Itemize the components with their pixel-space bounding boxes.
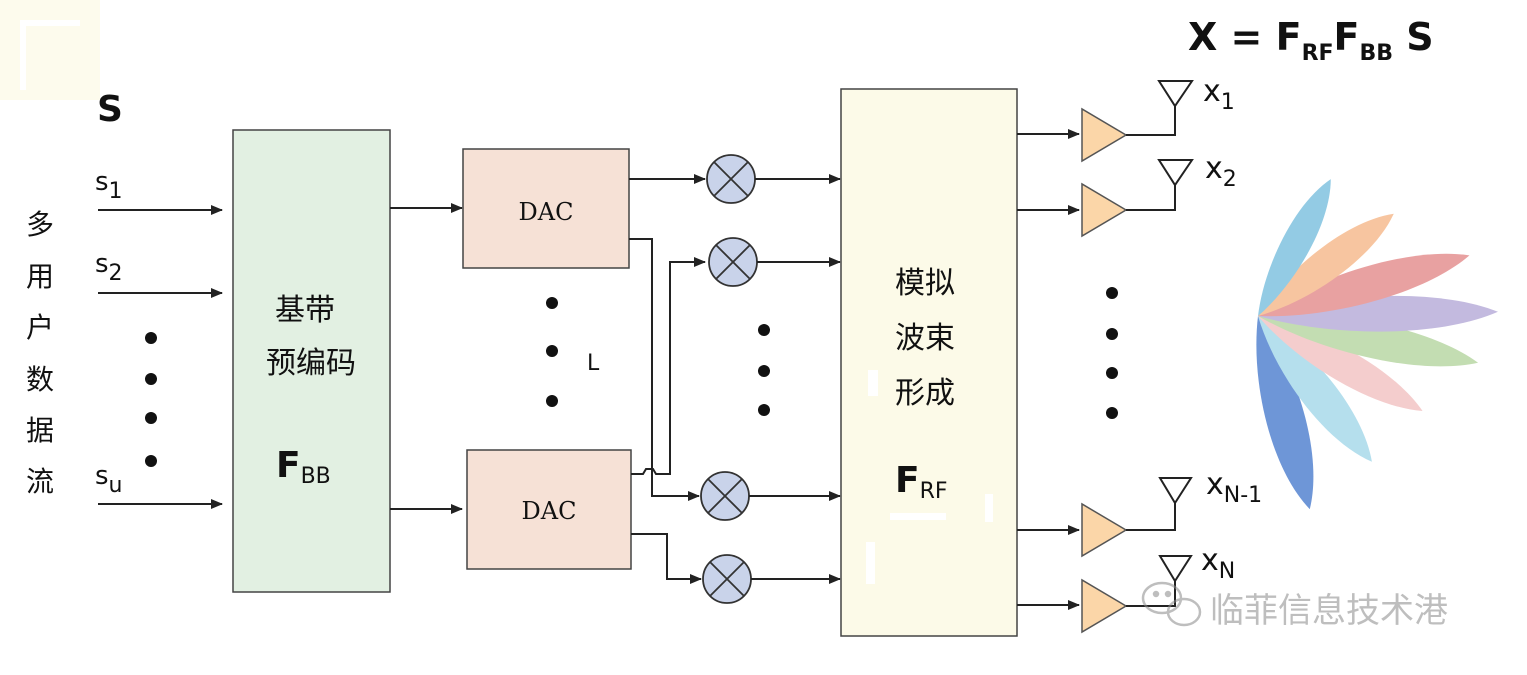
multi-user-data-stream-label: 多 用 户 数 据 流 bbox=[26, 208, 54, 498]
dac-bottom-label: DAC bbox=[522, 497, 577, 525]
output-label-xn-1: xN-1 bbox=[1206, 467, 1262, 508]
output-label-x2: x2 bbox=[1205, 151, 1237, 192]
vertical-char-2: 户 bbox=[26, 311, 54, 344]
mixer-4 bbox=[702, 554, 752, 604]
antenna-4 bbox=[1158, 555, 1193, 583]
baseband-label-line1: 基带 bbox=[275, 293, 335, 328]
baseband-precoder-block bbox=[232, 129, 391, 593]
mixer-3 bbox=[700, 471, 750, 521]
analog-label-line1: 模拟 bbox=[895, 266, 955, 301]
input-vector-label: S bbox=[97, 89, 123, 130]
dac-bottom-to-mixer4 bbox=[631, 533, 702, 584]
antenna-2 bbox=[1157, 159, 1194, 187]
beam-petal-2 bbox=[1258, 316, 1372, 462]
mixer-1 bbox=[706, 154, 756, 204]
vertical-char-1: 用 bbox=[26, 260, 54, 293]
antennas bbox=[1157, 80, 1194, 583]
vertical-char-5: 流 bbox=[26, 465, 54, 498]
amp1-to-antenna1 bbox=[1126, 106, 1176, 136]
beam-petal-3 bbox=[1258, 316, 1423, 411]
output-label-xn: xN bbox=[1201, 543, 1235, 584]
amplifiers bbox=[1081, 107, 1128, 634]
wechat-icon bbox=[1141, 581, 1202, 627]
input-label-s2: s2 bbox=[95, 249, 123, 286]
baseband-symbol: FBB bbox=[276, 445, 331, 489]
dac-block-bottom bbox=[466, 449, 632, 570]
beam-petal-1 bbox=[1256, 316, 1314, 510]
beam-petal-6 bbox=[1258, 253, 1470, 317]
input-label-s1: s1 bbox=[95, 167, 123, 204]
dac-top-label: DAC bbox=[519, 198, 574, 226]
baseband-label-line2: 预编码 bbox=[266, 346, 356, 381]
watermark-text: 临菲信息技术港 bbox=[1210, 591, 1448, 631]
vertical-char-0: 多 bbox=[26, 208, 54, 241]
amplifier-4 bbox=[1081, 578, 1128, 634]
dac-ellipsis bbox=[546, 297, 558, 407]
watermark: 临菲信息技术港 bbox=[1141, 581, 1448, 631]
amp4-to-antenna4 bbox=[1126, 581, 1176, 607]
antenna-1 bbox=[1157, 80, 1194, 108]
amp2-to-antenna2 bbox=[1126, 185, 1176, 211]
amp3-to-antenna3 bbox=[1126, 503, 1176, 531]
output-label-x1: x1 bbox=[1203, 74, 1235, 115]
amplifier-1 bbox=[1081, 107, 1128, 163]
beam-petal-7 bbox=[1258, 213, 1394, 316]
formula: X = FRFFBB S bbox=[1188, 15, 1434, 66]
input-ellipsis bbox=[145, 332, 157, 467]
dac-block-top bbox=[462, 148, 630, 269]
dac-count-label: L bbox=[587, 351, 600, 376]
mixer-2 bbox=[708, 237, 758, 287]
analog-symbol: FRF bbox=[895, 460, 948, 504]
mixer-ellipsis bbox=[758, 324, 770, 416]
dac-top-to-mixer3 bbox=[629, 238, 700, 501]
beam-petal-4 bbox=[1258, 314, 1479, 367]
output-ellipsis bbox=[1106, 287, 1118, 419]
beam-pattern-graphic bbox=[1256, 179, 1498, 510]
corner-decoration bbox=[0, 0, 100, 100]
amplifier-3 bbox=[1081, 502, 1128, 558]
analog-label-line2: 波束 bbox=[895, 321, 955, 356]
dac-bottom-to-mixer2 bbox=[631, 257, 706, 475]
analog-block-artifacts bbox=[866, 370, 993, 584]
antenna-3 bbox=[1158, 477, 1193, 505]
vertical-char-3: 数 bbox=[26, 363, 54, 396]
amplifier-2 bbox=[1081, 182, 1128, 238]
beam-petal-8 bbox=[1258, 179, 1331, 316]
input-label-su: su bbox=[95, 461, 123, 498]
vertical-char-4: 据 bbox=[26, 414, 54, 447]
mixers bbox=[700, 154, 758, 604]
analog-label-line3: 形成 bbox=[895, 376, 955, 411]
